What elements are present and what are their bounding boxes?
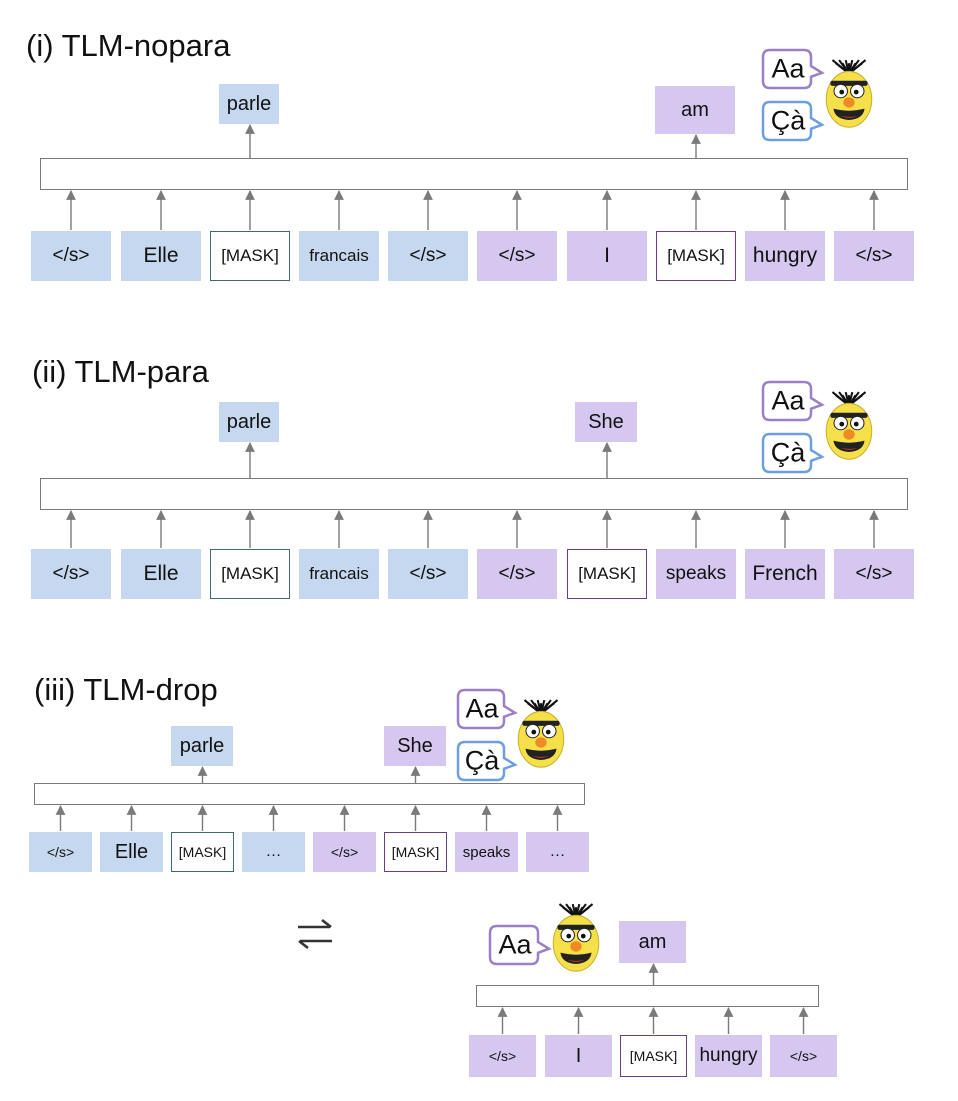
bubble-text: Çà [771, 438, 806, 468]
bubble-text: Çà [771, 106, 806, 136]
mask-token: [MASK] [620, 1035, 687, 1077]
input-token: </s> [29, 832, 92, 872]
section-title-nopara: (i) TLM-nopara [26, 28, 231, 63]
encoder-bar-drop-second [476, 985, 819, 1007]
input-token: </s> [31, 231, 111, 281]
input-token: </s> [477, 231, 557, 281]
mask-token: [MASK] [656, 231, 736, 281]
input-token: </s> [834, 549, 914, 599]
bubble-text: Aa [465, 694, 499, 724]
swap-arrows-icon [298, 918, 332, 950]
output-token: am [619, 921, 686, 963]
input-token: </s> [313, 832, 376, 872]
speech-bubble-latin: Aa [761, 48, 825, 90]
input-token: </s> [770, 1035, 837, 1077]
output-token: parle [219, 84, 279, 124]
mask-token: [MASK] [567, 549, 647, 599]
bert-face-icon [825, 391, 873, 460]
encoder-bar-drop [34, 783, 585, 805]
output-token: am [655, 86, 735, 134]
input-token: hungry [695, 1035, 762, 1077]
input-token: </s> [388, 549, 468, 599]
section-title-drop: (iii) TLM-drop [34, 672, 218, 707]
input-token: speaks [656, 549, 736, 599]
output-token: parle [171, 726, 233, 766]
bubble-text: Aa [771, 386, 805, 416]
input-token: </s> [834, 231, 914, 281]
bubble-text: Aa [498, 930, 532, 960]
input-token: </s> [469, 1035, 536, 1077]
input-token: francais [299, 231, 379, 281]
input-token: French [745, 549, 825, 599]
input-token: hungry [745, 231, 825, 281]
input-token: speaks [455, 832, 518, 872]
mask-token: [MASK] [384, 832, 447, 872]
input-token: </s> [477, 549, 557, 599]
bert-face-icon [825, 59, 873, 128]
speech-bubble-latin: Aa [488, 924, 552, 966]
input-token: Elle [100, 832, 163, 872]
input-token: I [567, 231, 647, 281]
bert-face-icon [517, 699, 565, 768]
mask-token: [MASK] [210, 231, 290, 281]
input-token: </s> [388, 231, 468, 281]
section-title-para: (ii) TLM-para [32, 354, 209, 389]
output-token: She [575, 402, 637, 442]
input-token: … [526, 832, 589, 872]
speech-bubble-french: Çà [761, 432, 825, 474]
bert-face-icon [552, 903, 600, 972]
speech-bubble-latin: Aa [456, 688, 518, 730]
encoder-bar-nopara [40, 158, 908, 190]
mask-token: [MASK] [171, 832, 234, 872]
mask-token: [MASK] [210, 549, 290, 599]
input-token: </s> [31, 549, 111, 599]
output-token: parle [219, 402, 279, 442]
speech-bubble-french: Çà [456, 740, 518, 782]
input-token: francais [299, 549, 379, 599]
input-token: I [545, 1035, 612, 1077]
input-token: Elle [121, 231, 201, 281]
bubble-text: Aa [771, 54, 805, 84]
encoder-bar-para [40, 478, 908, 510]
bubble-text: Çà [465, 746, 500, 776]
speech-bubble-french: Çà [761, 100, 825, 142]
output-token: She [384, 726, 446, 766]
speech-bubble-latin: Aa [761, 380, 825, 422]
input-token: … [242, 832, 305, 872]
input-token: Elle [121, 549, 201, 599]
